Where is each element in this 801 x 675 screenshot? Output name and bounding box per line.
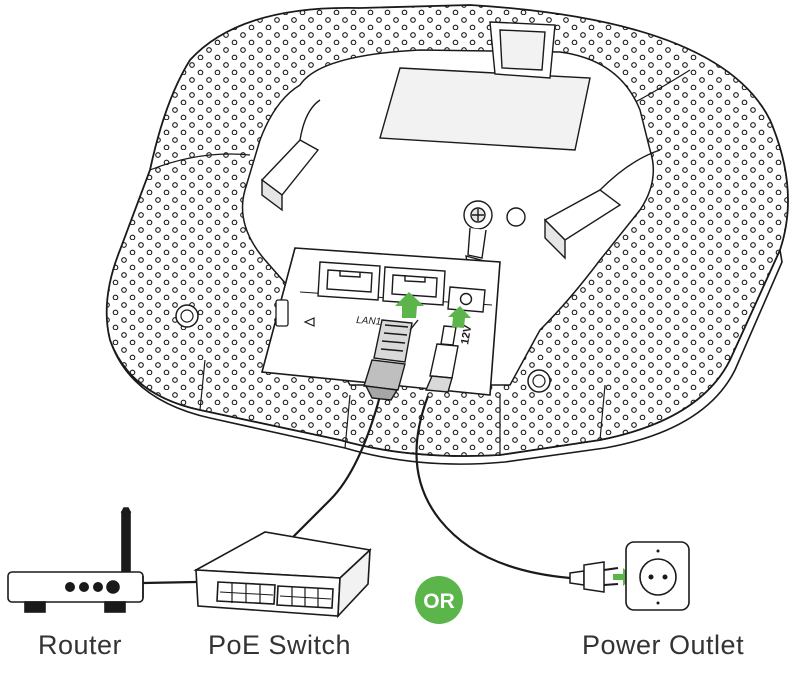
- router-led: [93, 581, 104, 592]
- lan-port-left: [317, 261, 381, 301]
- poe-switch-device: [193, 531, 372, 619]
- access-point: LAN1 12V: [105, 4, 789, 465]
- right-bracket: [543, 149, 661, 260]
- ethernet-cable-router: [142, 580, 197, 585]
- router-antenna: [121, 511, 131, 573]
- router-led: [79, 581, 90, 592]
- router-foot: [24, 601, 46, 613]
- router-led: [106, 580, 120, 594]
- outlet-socket: [639, 558, 677, 596]
- ethernet-cable-ap: [289, 395, 382, 541]
- plate-hole: [506, 207, 526, 227]
- power-cable: [415, 395, 571, 580]
- ethernet-plug: [363, 319, 419, 401]
- top-latch: [489, 21, 556, 79]
- power-plug: [569, 561, 619, 593]
- or-badge-label: OR: [423, 590, 455, 613]
- lan-port-poe: [382, 266, 446, 306]
- or-badge: OR: [415, 576, 463, 624]
- router-foot: [104, 601, 126, 613]
- arrow-up-icon: [448, 306, 471, 328]
- dc-jack: [447, 286, 486, 313]
- router-caption: Router: [38, 630, 123, 660]
- switch-side: [337, 548, 371, 619]
- reset-button: [275, 299, 289, 327]
- router-body: [7, 571, 144, 603]
- lan-port-label: LAN1: [356, 315, 382, 328]
- label-sticker: [379, 67, 591, 151]
- dc-port-label: 12V: [459, 324, 474, 346]
- corner-screw-right: [527, 369, 551, 393]
- arrow-left-icon: [303, 317, 315, 327]
- router-device: [7, 507, 144, 613]
- corner-screw-left: [175, 304, 199, 328]
- power-outlet-caption: Power Outlet: [582, 630, 745, 660]
- left-bracket: [260, 99, 321, 212]
- dc-plug: [424, 325, 459, 393]
- poe-switch-caption: PoE Switch: [208, 630, 352, 660]
- router-led: [65, 581, 76, 592]
- cables: [142, 395, 571, 585]
- arrow-up-icon: [395, 292, 424, 318]
- power-outlet-device: [625, 541, 690, 611]
